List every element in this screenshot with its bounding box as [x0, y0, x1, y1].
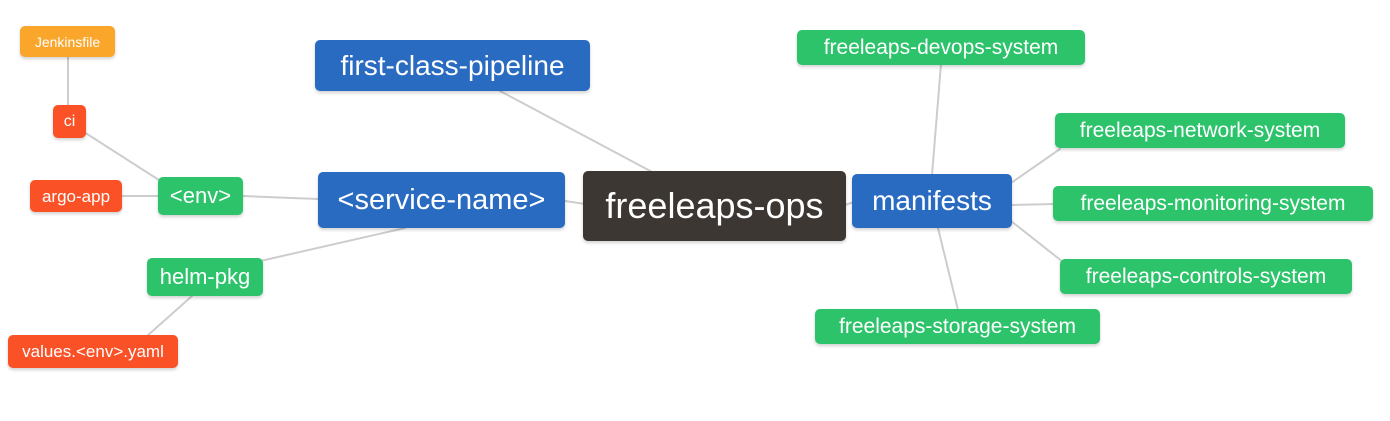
node-root-freeleaps-ops[interactable]: freeleaps-ops — [583, 171, 846, 241]
node-network-system[interactable]: freeleaps-network-system — [1055, 113, 1345, 148]
edge-manifests-controls — [1010, 220, 1064, 263]
node-env[interactable]: <env> — [158, 177, 243, 215]
edge-manifests-devops — [931, 63, 942, 176]
node-service-name[interactable]: <service-name> — [318, 172, 565, 228]
edge-manifests-monitoring — [1010, 203, 1056, 206]
node-monitoring-system[interactable]: freeleaps-monitoring-system — [1053, 186, 1373, 221]
node-manifests[interactable]: manifests — [852, 174, 1012, 228]
edge-service-name-helm-pkg — [255, 227, 406, 263]
node-first-class-pipeline[interactable]: first-class-pipeline — [315, 40, 590, 91]
edge-helm-pkg-values — [146, 295, 193, 337]
edge-ci-env — [83, 131, 163, 183]
node-ci[interactable]: ci — [53, 105, 86, 138]
edge-env-service-name — [242, 195, 319, 200]
edge-manifests-storage — [937, 227, 959, 311]
edge-service-name-root — [564, 200, 586, 205]
node-values-env-yaml[interactable]: values.<env>.yaml — [8, 335, 178, 368]
edge-pipeline-root — [499, 90, 657, 175]
node-storage-system[interactable]: freeleaps-storage-system — [815, 309, 1100, 344]
node-devops-system[interactable]: freeleaps-devops-system — [797, 30, 1085, 65]
node-argo-app[interactable]: argo-app — [30, 180, 122, 212]
node-helm-pkg[interactable]: helm-pkg — [147, 258, 263, 296]
edge-manifests-network — [1010, 148, 1061, 184]
node-jenkinsfile[interactable]: Jenkinsfile — [20, 26, 115, 57]
node-controls-system[interactable]: freeleaps-controls-system — [1060, 259, 1352, 294]
